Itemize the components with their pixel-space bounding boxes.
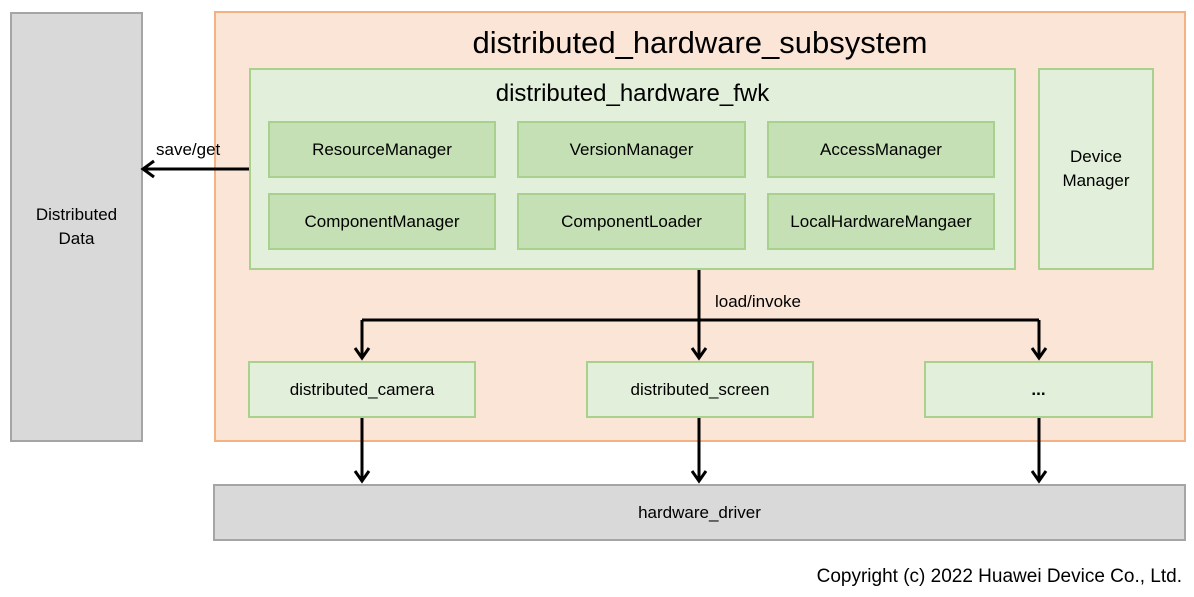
save-get-arrowhead (140, 159, 155, 179)
more-to-driver-head (1030, 470, 1048, 484)
save-get-label: save/get (156, 140, 221, 159)
module-component-loader: ComponentLoader (517, 193, 746, 250)
load-invoke-label: load/invoke (715, 292, 802, 311)
distributed-data-box: Distributed Data (10, 12, 143, 442)
distributed-data-label-line2: Data (58, 229, 95, 248)
module-resource-manager: ResourceManager (268, 121, 496, 178)
module-local-hardware-manager: LocalHardwareMangaer (767, 193, 995, 250)
module-version-manager: VersionManager (517, 121, 746, 178)
distributed-data-label: Distributed Data (36, 203, 117, 251)
fwk-title: distributed_hardware_fwk (495, 80, 770, 107)
device-manager-label: Device Manager (1062, 145, 1129, 193)
module-component-manager: ComponentManager (268, 193, 496, 250)
component-distributed-camera: distributed_camera (248, 361, 476, 418)
distributed-data-label-line1: Distributed (35, 205, 118, 224)
device-manager-label-line1: Device (1070, 147, 1122, 166)
component-distributed-screen: distributed_screen (586, 361, 814, 418)
copyright-text: Copyright (c) 2022 Huawei Device Co., Lt… (816, 566, 1182, 587)
device-manager-label-line2: Manager (1062, 171, 1130, 190)
hardware-driver-box: hardware_driver (213, 484, 1186, 541)
device-manager-box: Device Manager (1038, 68, 1154, 270)
screen-to-driver-head (690, 470, 708, 484)
subsystem-title: distributed_hardware_subsystem (472, 25, 928, 60)
camera-to-driver-head (353, 470, 371, 484)
component-more: ... (924, 361, 1153, 418)
module-access-manager: AccessManager (767, 121, 995, 178)
